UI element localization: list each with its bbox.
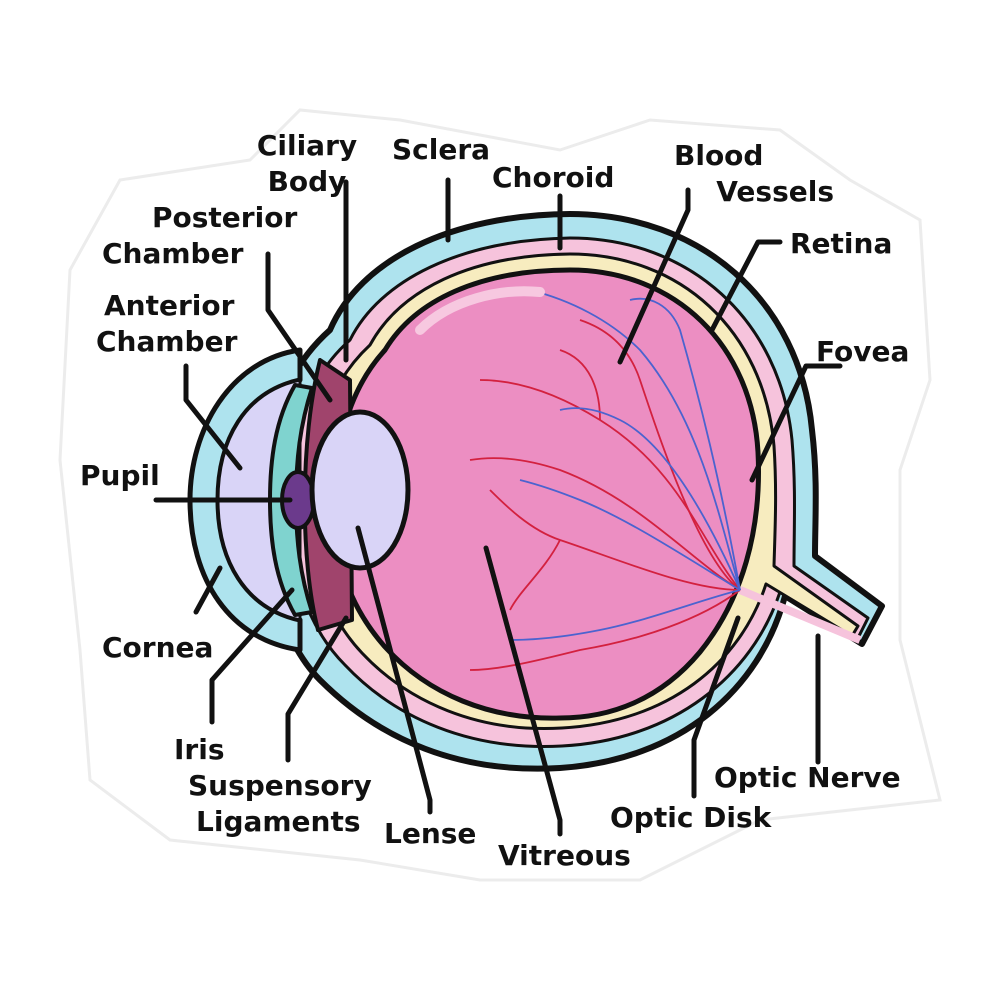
- label-anterior-chamber-line2: Chamber: [96, 325, 238, 358]
- leader-line-anterior-chamber: [183, 363, 243, 471]
- label-anterior-chamber-line1: Anterior: [104, 289, 235, 322]
- label-iris: Iris: [174, 733, 225, 766]
- artery-vessel: [469, 589, 741, 671]
- label-ciliary-body-line1: Ciliary: [256, 129, 358, 162]
- vitreous-highlight: [415, 286, 545, 335]
- label-sclera: Sclera: [392, 133, 491, 166]
- label-cornea: Cornea: [102, 631, 214, 664]
- label-ciliary-body-line2: Body: [267, 165, 347, 198]
- label-suspensory-line2: Ligaments: [196, 805, 361, 838]
- label-suspensory-line1: Suspensory: [188, 769, 372, 802]
- artery-vessel: [489, 489, 741, 591]
- lens-shape: [309, 409, 411, 571]
- leader-line-iris: [209, 587, 295, 725]
- vein-vessel: [529, 289, 741, 591]
- optic-nerve-shape: [738, 586, 862, 644]
- label-pupil: Pupil: [80, 459, 160, 492]
- artery-vessel: [479, 379, 741, 591]
- leader-lines: [153, 177, 843, 837]
- vein-vessel: [559, 407, 741, 591]
- label-lense: Lense: [384, 817, 477, 850]
- leader-line-vitreous: [483, 545, 563, 837]
- label-posterior-chamber-line1: Posterior: [152, 201, 298, 234]
- label-vitreous: Vitreous: [498, 839, 631, 872]
- vein-vessel: [509, 589, 741, 641]
- artery-vessel: [509, 539, 561, 611]
- label-choroid: Choroid: [492, 161, 615, 194]
- artery-vessel: [579, 319, 741, 591]
- leader-line-optic-disk: [691, 615, 741, 799]
- blood-vessels-shape: [415, 286, 741, 671]
- leader-line-fovea: [749, 363, 843, 483]
- label-blood-vessels-line1: Blood: [674, 139, 764, 172]
- artery-vessel: [469, 457, 741, 591]
- label-blood-vessels-line2: Vessels: [716, 175, 834, 208]
- label-fovea: Fovea: [816, 335, 910, 368]
- leader-line-cornea: [193, 565, 223, 615]
- leader-line-lense: [355, 525, 433, 815]
- vein-vessel: [519, 479, 741, 591]
- label-blood-vessels: Blood Vessels: [664, 138, 834, 210]
- label-ciliary-body: Ciliary Body: [252, 128, 362, 200]
- label-retina: Retina: [790, 227, 893, 260]
- leader-line-retina: [709, 239, 783, 333]
- label-anterior-chamber: Anterior Chamber: [96, 288, 237, 360]
- leader-line-blood-vessels: [617, 187, 691, 365]
- label-suspensory-ligaments: Suspensory Ligaments: [188, 768, 372, 840]
- leader-line-suspensory: [285, 615, 349, 763]
- label-optic-disk: Optic Disk: [610, 801, 772, 834]
- label-optic-nerve: Optic Nerve: [714, 761, 901, 794]
- label-posterior-chamber-line2: Chamber: [102, 237, 244, 270]
- vein-vessel: [629, 297, 741, 591]
- label-posterior-chamber: Posterior Chamber: [102, 200, 298, 272]
- leader-line-posterior-chamber: [265, 251, 333, 403]
